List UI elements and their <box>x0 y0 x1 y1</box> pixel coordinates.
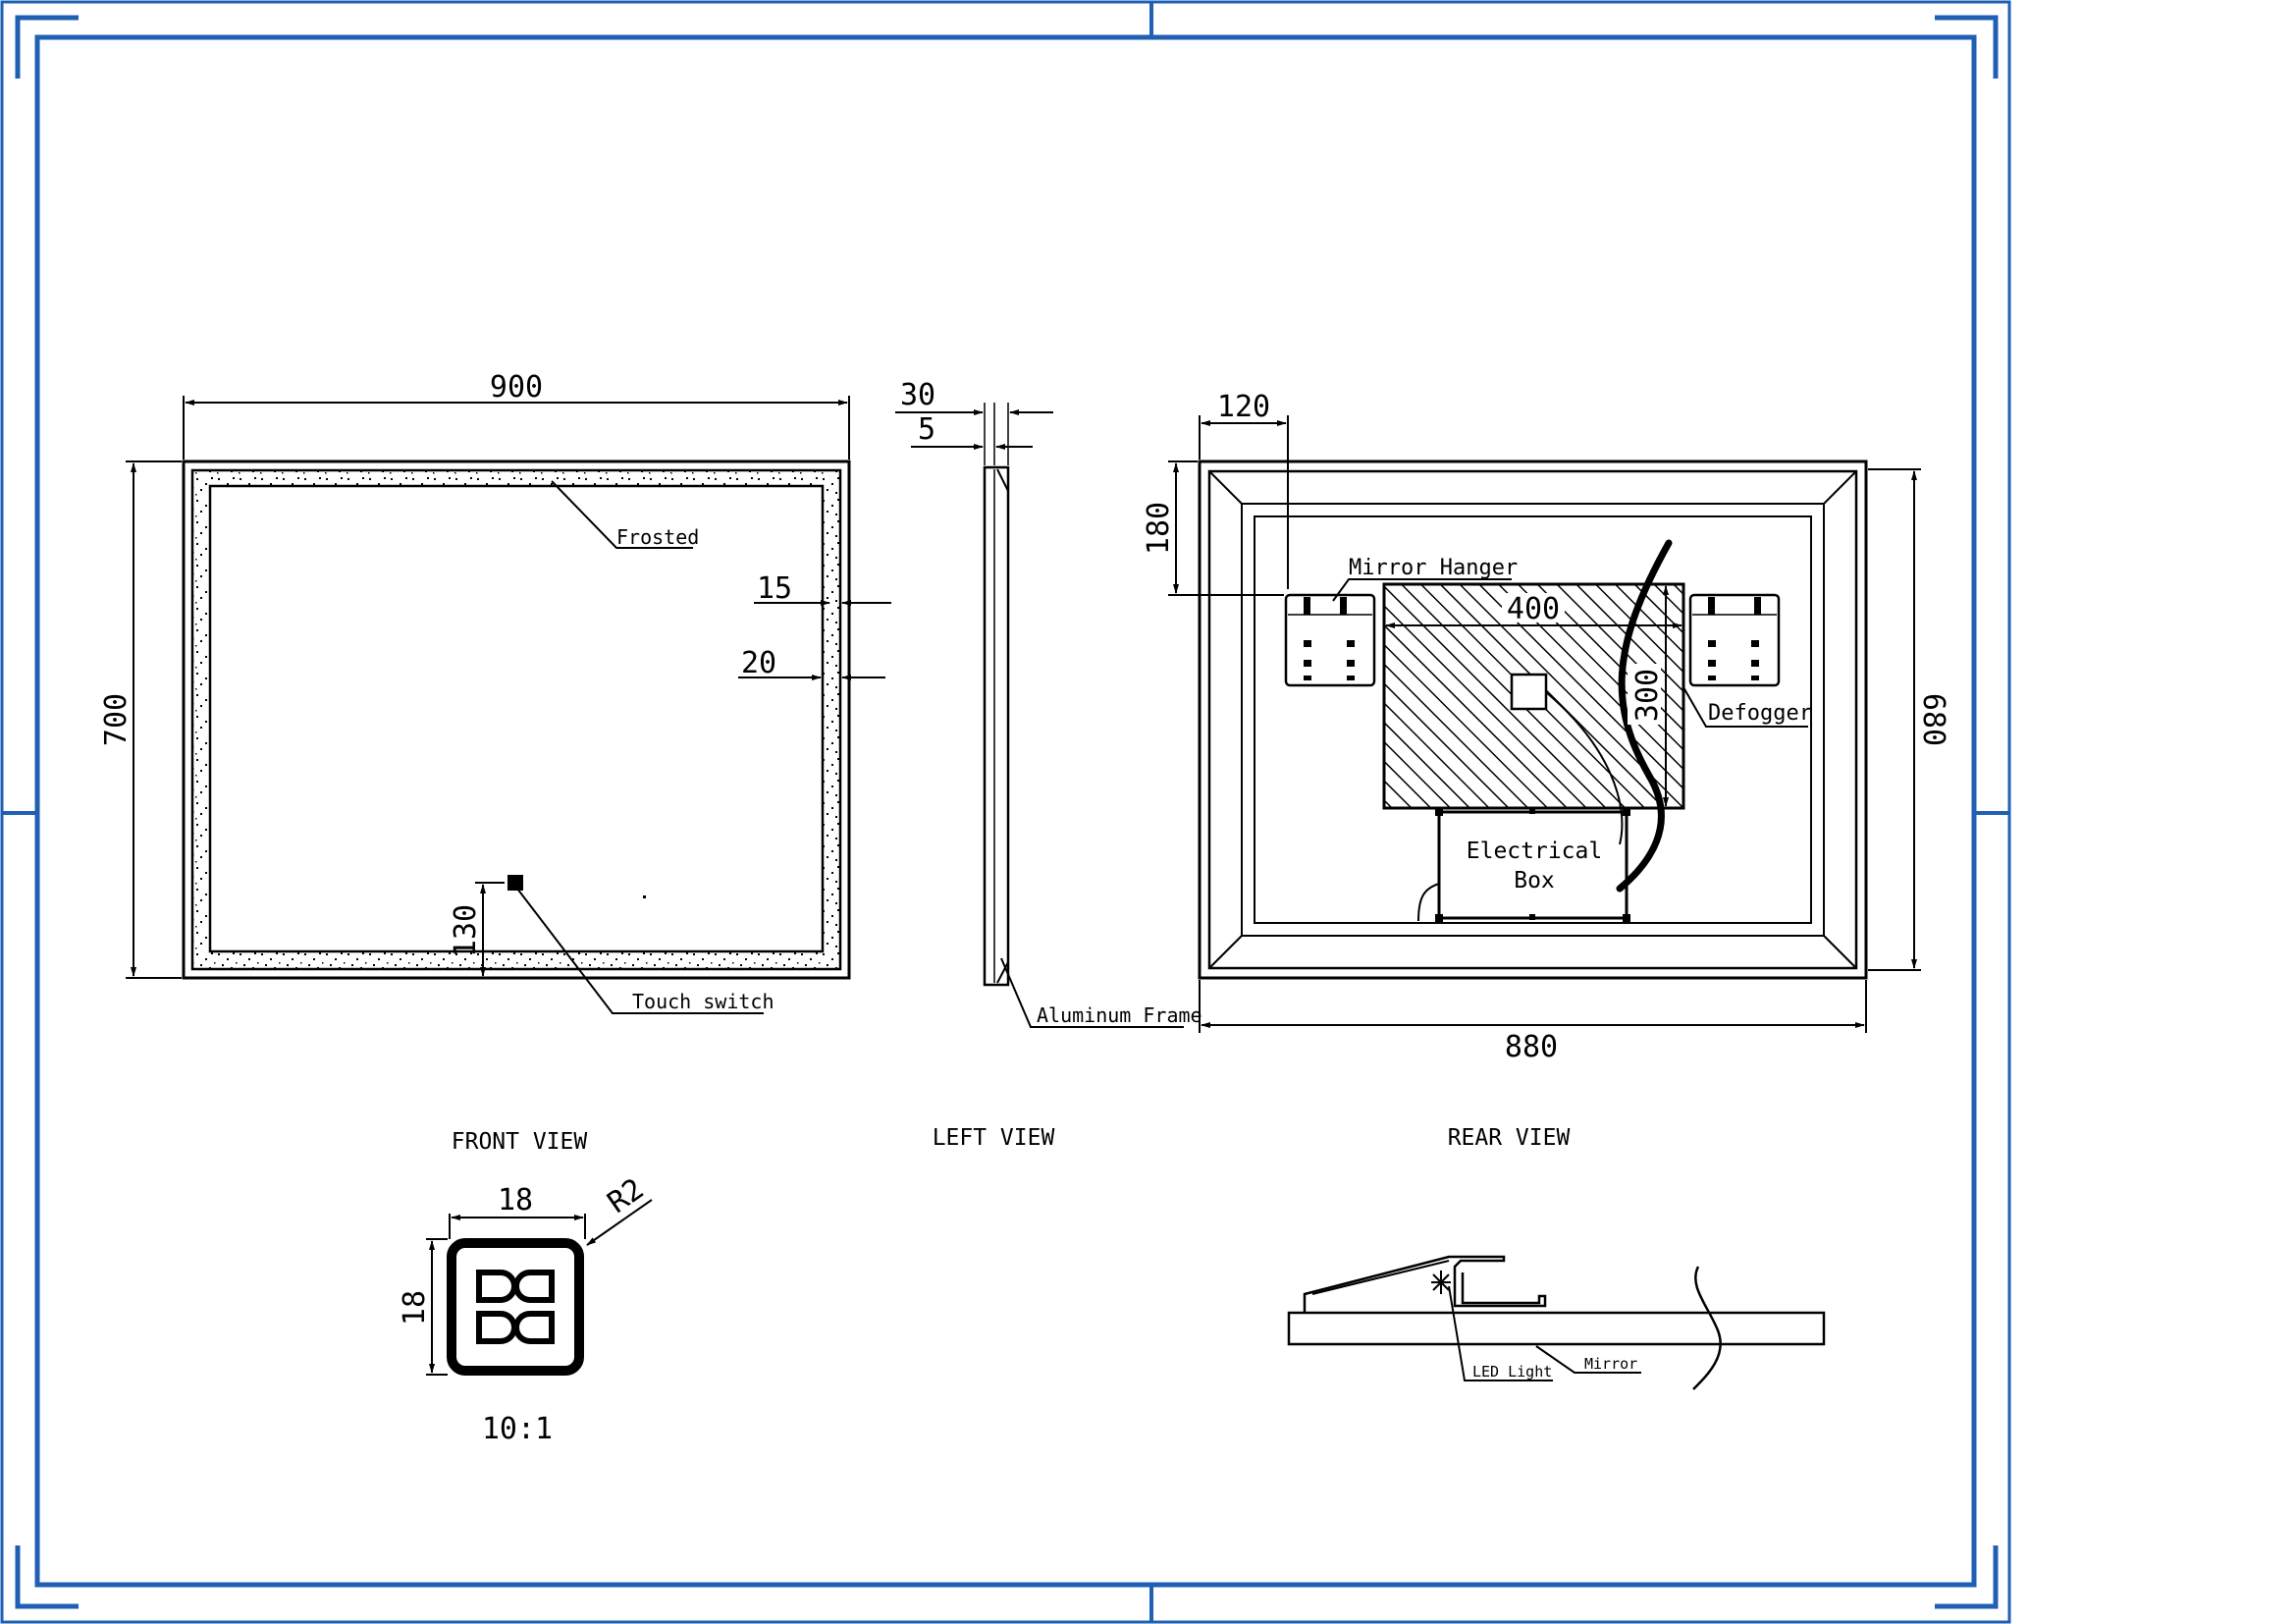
switch-detail-body <box>447 1238 584 1376</box>
side-profile-outer <box>983 465 1010 987</box>
sheet-border <box>0 0 2011 1624</box>
label-mirror-hanger: Mirror Hanger <box>1349 556 1518 580</box>
side-depth-dim: 30 <box>900 378 935 412</box>
hanger-offset-y-dim: 180 <box>1142 502 1176 555</box>
touch-switch-icon <box>507 875 523 891</box>
power-cable <box>1616 539 1673 893</box>
section-detail: LED Light Mirror <box>1287 1255 1826 1390</box>
label-mirror: Mirror <box>1584 1355 1637 1373</box>
front-view: 900 700 15 20 130 Frosted Touch switch F… <box>99 370 891 1155</box>
hanger-offset-x-dim: 120 <box>1217 390 1270 424</box>
left-view-title: LEFT VIEW <box>933 1125 1055 1151</box>
front-view-title: FRONT VIEW <box>452 1129 588 1155</box>
rear-height-dim: 680 <box>1916 693 1950 746</box>
switch-detail: 18 18 R2 10:1 <box>398 1172 653 1446</box>
label-defogger: Defogger <box>1708 701 1812 726</box>
frosted-border-dim-15: 15 <box>757 571 792 606</box>
switch-width-dim: 18 <box>498 1183 533 1218</box>
mirror-hanger-right <box>1688 593 1781 687</box>
frame-thickness-dim: 5 <box>918 412 935 447</box>
detail-scale: 10:1 <box>482 1412 553 1446</box>
front-height-dim: 700 <box>99 693 133 746</box>
aluminum-profile <box>1303 1255 1547 1313</box>
switch-height-dim: 18 <box>398 1290 432 1326</box>
mirror-hanger-left <box>1284 593 1376 687</box>
label-frosted: Frosted <box>616 525 699 549</box>
defogger-width-dim: 400 <box>1507 592 1560 626</box>
mirror-glass-area <box>208 484 825 953</box>
front-width-dim: 900 <box>490 370 543 405</box>
rear-view: Electrical Box 880 680 120 180 400 <box>1142 390 1950 1151</box>
frosted-border-dim-20: 20 <box>741 646 776 680</box>
label-electrical: Electrical <box>1467 839 1602 864</box>
rear-width-dim: 880 <box>1505 1030 1558 1064</box>
label-box: Box <box>1514 868 1555 893</box>
defogger-height-dim: 300 <box>1630 669 1665 722</box>
led-light-icon <box>1431 1271 1451 1294</box>
mirror-slab <box>1287 1311 1826 1346</box>
switch-radius-dim: R2 <box>602 1172 651 1220</box>
switch-petal-icon <box>476 1270 555 1344</box>
label-touch-switch: Touch switch <box>632 990 774 1013</box>
defogger-connector <box>1510 673 1548 711</box>
electrical-box <box>1437 810 1629 920</box>
front-outer-frame <box>182 460 851 980</box>
switch-offset-dim: 130 <box>449 904 483 957</box>
left-view: 30 5 Aluminum Frame LEFT VIEW <box>895 378 1202 1151</box>
label-aluminum-frame: Aluminum Frame <box>1037 1003 1202 1027</box>
rear-view-title: REAR VIEW <box>1448 1125 1571 1151</box>
label-led-light: LED Light <box>1472 1363 1552 1380</box>
rear-outer-frame <box>1198 460 1868 980</box>
